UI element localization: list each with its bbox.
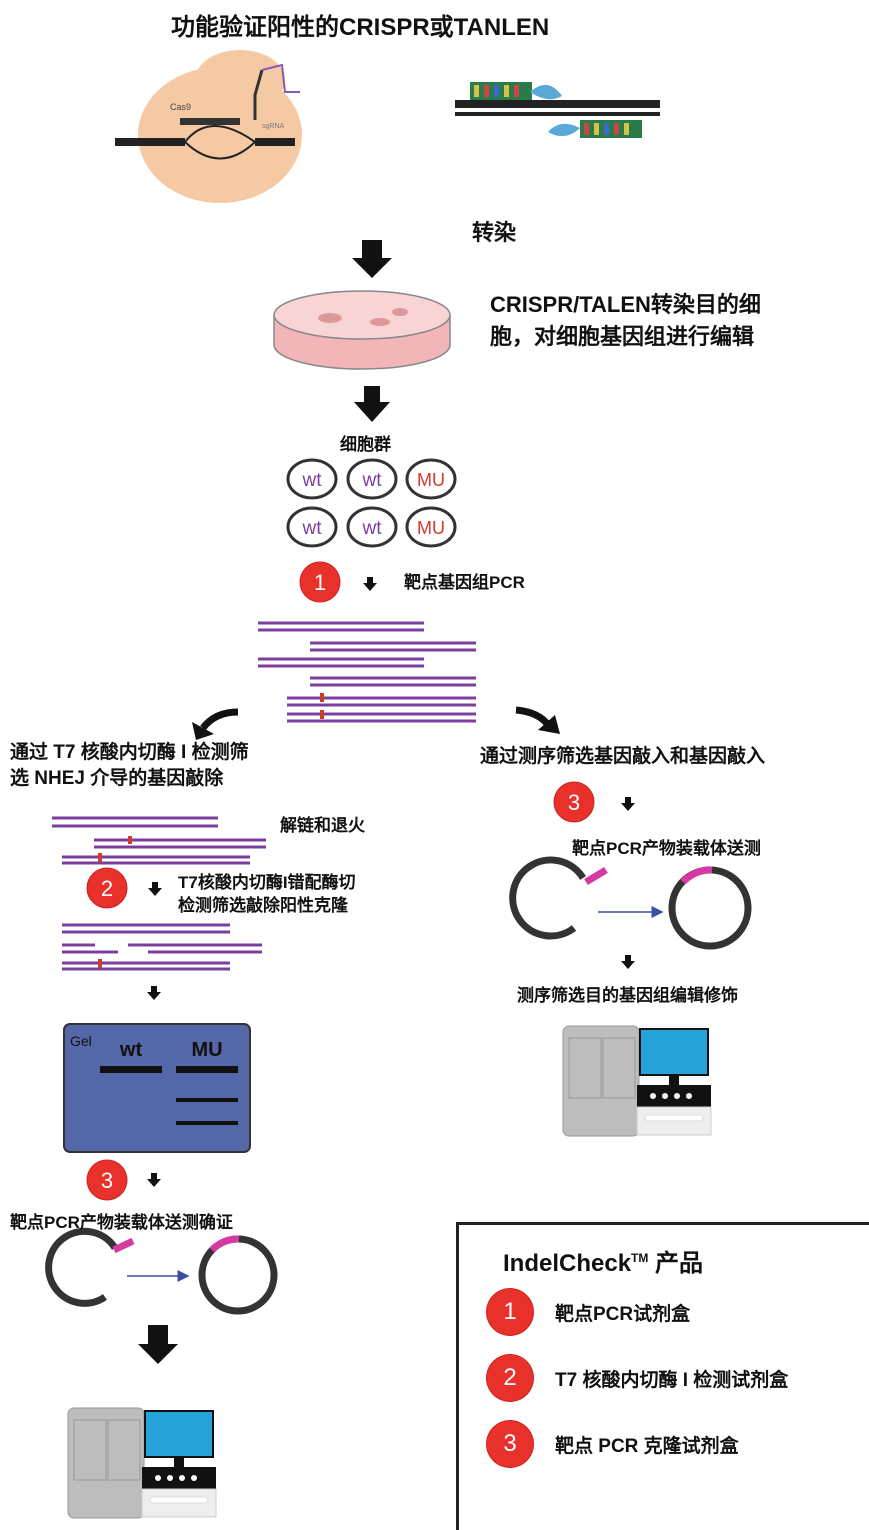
cell-population-label: 细胞群 xyxy=(340,435,391,454)
cell-mu-1 xyxy=(405,458,457,500)
step-edit-line1: CRISPR/TALEN转染目的细 xyxy=(490,292,761,317)
gel-band-wt xyxy=(100,1066,162,1073)
left-branch-title-line1: 通过 T7 核酸内切酶 I 检测筛 xyxy=(10,742,249,763)
cell-wt-2 xyxy=(346,458,398,500)
mismatch-mark-1 xyxy=(128,836,132,844)
gel-band-mu-1 xyxy=(176,1066,238,1073)
cell-label-5: wt xyxy=(362,518,383,539)
arrow-small-6 xyxy=(621,955,635,969)
mismatch-mark-2 xyxy=(98,853,102,862)
step-badge-3-left-number: 3 xyxy=(101,1168,113,1193)
legend-label-2: T7 核酸内切酶 I 检测试剂盒 xyxy=(555,1370,789,1391)
clone-confirm-label: 靶点PCR产物装载体送测确证 xyxy=(10,1213,233,1232)
cell-label-4: wt xyxy=(302,518,323,539)
t7-assay-line2: 检测筛选敲除阳性克隆 xyxy=(178,896,348,915)
cell-label-1: wt xyxy=(302,470,323,491)
step-badge-1 xyxy=(299,561,341,603)
step-edit-line2: 胞，对细胞基因组进行编辑 xyxy=(490,324,755,349)
legend-brand: IndelCheck xyxy=(503,1250,632,1277)
arrow-small-1 xyxy=(363,577,377,591)
branch-arrow-right-head xyxy=(538,715,560,734)
legend-item-3: 3 靶点 PCR 克隆试剂盒 xyxy=(487,1421,867,1467)
clone-send-label: 靶点PCR产物装载体送测 xyxy=(572,839,761,858)
arrow-small-3 xyxy=(147,986,161,1000)
step-transfect-label: 转染 xyxy=(472,220,517,245)
step-badge-2 xyxy=(86,867,128,909)
gel-lane-wt: wt xyxy=(119,1039,143,1061)
mutation-marks xyxy=(320,693,324,719)
branch-arrow-left-head xyxy=(192,722,214,740)
left-branch-title-line2: 选 NHEJ 介导的基因敲除 xyxy=(10,768,224,789)
cas9-complex-illustration: Cas9 sgRNA xyxy=(115,50,302,203)
branch-arrow-right xyxy=(515,706,552,729)
arrow-small-5 xyxy=(621,797,635,811)
legend-item-2: 2 T7 核酸内切酶 I 检测试剂盒 xyxy=(487,1355,867,1401)
step-badge-3-right-number: 3 xyxy=(568,790,580,815)
annealed-strands xyxy=(52,816,266,865)
branch-arrow-left xyxy=(200,708,239,731)
gel-band-mu-2 xyxy=(176,1098,238,1102)
sequencer-right xyxy=(562,1025,712,1137)
cell-label-3: MU xyxy=(417,470,445,490)
anneal-label: 解链和退火 xyxy=(280,816,365,835)
plasmid-cloning-left xyxy=(45,1227,278,1315)
legend-badge-2: 2 xyxy=(487,1355,533,1401)
cleaved-strands xyxy=(62,923,262,971)
legend-badge-3: 3 xyxy=(487,1421,533,1467)
cell-label-2: wt xyxy=(362,470,383,491)
step-badge-2-number: 2 xyxy=(101,876,113,901)
sequencer-left xyxy=(67,1407,217,1519)
diagram-title: 功能验证阳性的CRISPR或TANLEN xyxy=(171,14,550,41)
gel-label: Gel xyxy=(70,1033,92,1049)
t7-assay-line1: T7核酸内切酶I错配酶切 xyxy=(178,873,356,892)
step-badge-1-number: 1 xyxy=(314,570,326,595)
talen-illustration xyxy=(455,82,660,138)
legend-trademark: TM xyxy=(631,1251,649,1265)
cas9-label: Cas9 xyxy=(170,102,191,112)
step-pcr-label: 靶点基因组PCR xyxy=(404,573,525,592)
cell-mu-2 xyxy=(405,506,457,548)
arrow-down-2 xyxy=(354,386,390,422)
legend-title-suffix: 产品 xyxy=(648,1250,704,1277)
legend-badge-1: 1 xyxy=(487,1289,533,1335)
mismatch-mark-3 xyxy=(98,959,102,968)
cell-population: wt wt MU wt wt MU xyxy=(286,458,457,548)
arrow-small-4 xyxy=(147,1173,161,1187)
gel-band-mu-3 xyxy=(176,1121,238,1125)
legend-label-1: 靶点PCR试剂盒 xyxy=(555,1304,691,1325)
plasmid-cloning-right xyxy=(509,856,752,950)
pcr-products xyxy=(258,621,476,723)
petri-dish-illustration xyxy=(273,290,451,370)
cell-label-6: MU xyxy=(417,518,445,538)
cell-wt-3 xyxy=(286,506,338,548)
cell-wt-4 xyxy=(346,506,398,548)
sgrna-label: sgRNA xyxy=(262,123,285,130)
step-badge-3-right xyxy=(553,781,595,823)
cell-wt-1 xyxy=(286,458,338,500)
gel-illustration: Gel wt MU xyxy=(63,1023,251,1153)
gel-lane-mu: MU xyxy=(191,1039,222,1061)
right-branch-title: 通过测序筛选基因敲入和基因敲入 xyxy=(480,746,766,767)
legend-title: IndelCheckTM 产品 xyxy=(503,1243,703,1278)
legend-item-1: 1 靶点PCR试剂盒 xyxy=(487,1289,867,1335)
arrow-small-2 xyxy=(148,882,162,896)
product-legend: IndelCheckTM 产品 1 靶点PCR试剂盒 2 T7 核酸内切酶 I … xyxy=(456,1222,869,1530)
arrow-down-1 xyxy=(352,240,392,278)
arrow-down-3 xyxy=(138,1325,178,1364)
legend-label-3: 靶点 PCR 克隆试剂盒 xyxy=(555,1436,739,1457)
step-badge-3-left xyxy=(86,1159,128,1201)
seq-screen-label: 测序筛选目的基因组编辑修饰 xyxy=(517,986,738,1005)
